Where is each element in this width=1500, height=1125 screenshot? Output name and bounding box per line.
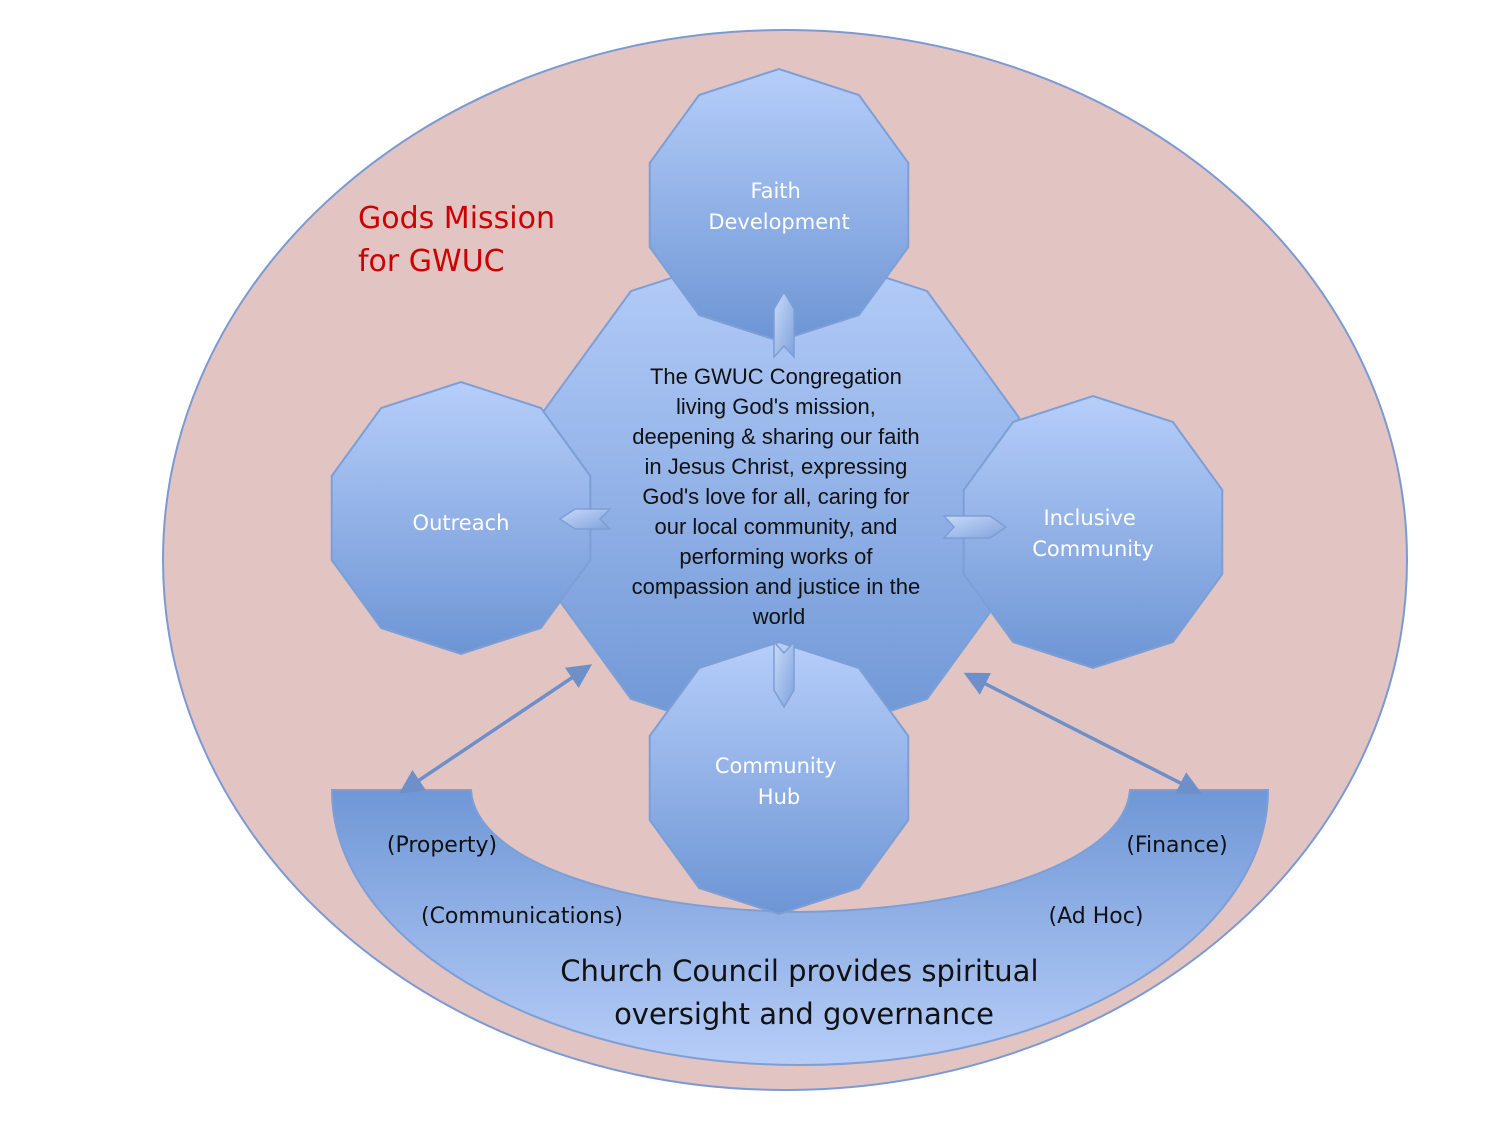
- core-text-line: The GWUC Congregation: [650, 364, 902, 389]
- chevron-down-icon: [773, 640, 795, 709]
- node-label-line: Faith: [750, 179, 800, 203]
- committee-property: (Property): [387, 833, 497, 858]
- core-text-line: our local community, and: [654, 514, 897, 539]
- core-text-line: performing works of: [679, 544, 873, 569]
- core-text-line: God's love for all, caring for: [642, 484, 909, 509]
- outreach-shape: [330, 380, 592, 656]
- core-text-line: world: [752, 604, 806, 629]
- node-label-line: Hub: [758, 785, 800, 809]
- faith-development-label: Faith Development: [708, 179, 849, 234]
- core-text-line: deepening & sharing our faith: [632, 424, 919, 449]
- inclusive-community-label: Inclusive Community: [1032, 506, 1154, 561]
- community-hub-label: Community Hub: [715, 754, 843, 809]
- community-hub-shape: [648, 640, 910, 916]
- node-label-line: Community: [715, 754, 837, 778]
- chevron-up-icon: [773, 290, 795, 359]
- double-arrow-left: [398, 664, 593, 794]
- congregation-core-text: The GWUC Congregation living God's missi…: [632, 364, 927, 629]
- node-label-line: Outreach: [413, 511, 510, 535]
- node-label-line: Inclusive: [1043, 506, 1135, 530]
- chevron-right-icon: [942, 515, 1008, 539]
- mission-title-line: Gods Mission: [358, 201, 555, 236]
- double-arrow-right: [963, 672, 1203, 795]
- chevron-left-icon: [558, 508, 612, 530]
- committee-finance: (Finance): [1126, 833, 1227, 858]
- church-council-band: [330, 789, 1270, 1067]
- mission-title-line: for GWUC: [358, 244, 505, 279]
- core-text-line: living God's mission,: [676, 394, 876, 419]
- node-label-line: Community: [1032, 537, 1154, 561]
- mission-title: Gods Mission for GWUC: [358, 201, 565, 279]
- committee-ad-hoc: (Ad Hoc): [1049, 904, 1144, 929]
- core-text-line: in Jesus Christ, expressing: [644, 454, 907, 479]
- faith-development-shape: [648, 67, 910, 343]
- node-label-line: Development: [708, 210, 849, 234]
- church-council-text: Church Council provides spiritual oversi…: [560, 954, 1047, 1031]
- outreach-label: Outreach: [413, 511, 510, 535]
- council-text-line: Church Council provides spiritual: [560, 954, 1038, 988]
- council-text-line: oversight and governance: [614, 997, 994, 1031]
- committee-communications: (Communications): [421, 904, 623, 929]
- inclusive-community-shape: [962, 394, 1224, 670]
- core-text-line: compassion and justice in the: [632, 574, 921, 599]
